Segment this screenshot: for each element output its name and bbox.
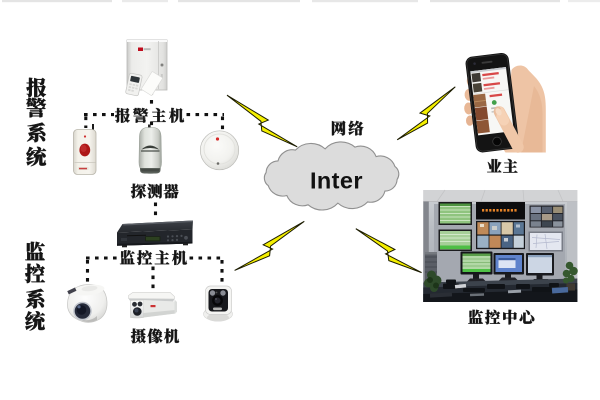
svg-text:Inter: Inter bbox=[310, 168, 363, 194]
